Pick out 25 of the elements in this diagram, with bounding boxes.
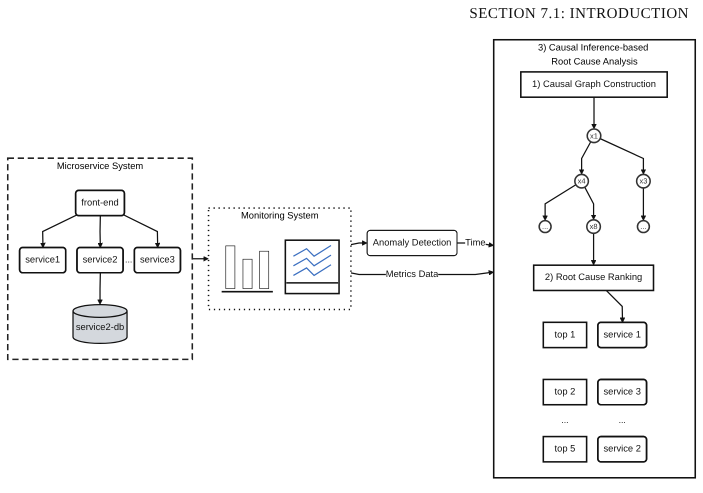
arrow [591,97,597,130]
node-box: top 2 [542,378,588,406]
ellipsis-label: ... [125,254,132,265]
ellipsis-label: ... [561,415,569,426]
arrow [542,184,576,222]
edge-label: Time [465,237,486,248]
arrow [350,240,368,246]
arrow [97,273,103,306]
node-box: 2) Root Cause Ranking [532,264,654,292]
arrow [640,188,646,222]
arrow [590,234,596,266]
arrow [600,138,646,175]
arrow [584,187,596,220]
node-box: top 1 [542,322,588,349]
node-box: 1) Causal Graph Construction [520,71,668,98]
arrow [192,256,209,262]
arrow [606,290,626,324]
arrow [124,214,160,248]
arrow [40,214,78,248]
ellipsis-label: ... [618,415,626,426]
running-header: SECTION 7.1: INTRODUCTION [469,6,689,23]
arrow [578,142,592,175]
edge-label: Metrics Data [386,268,438,280]
node-box: top 5 [542,436,588,463]
arrow [98,216,103,248]
